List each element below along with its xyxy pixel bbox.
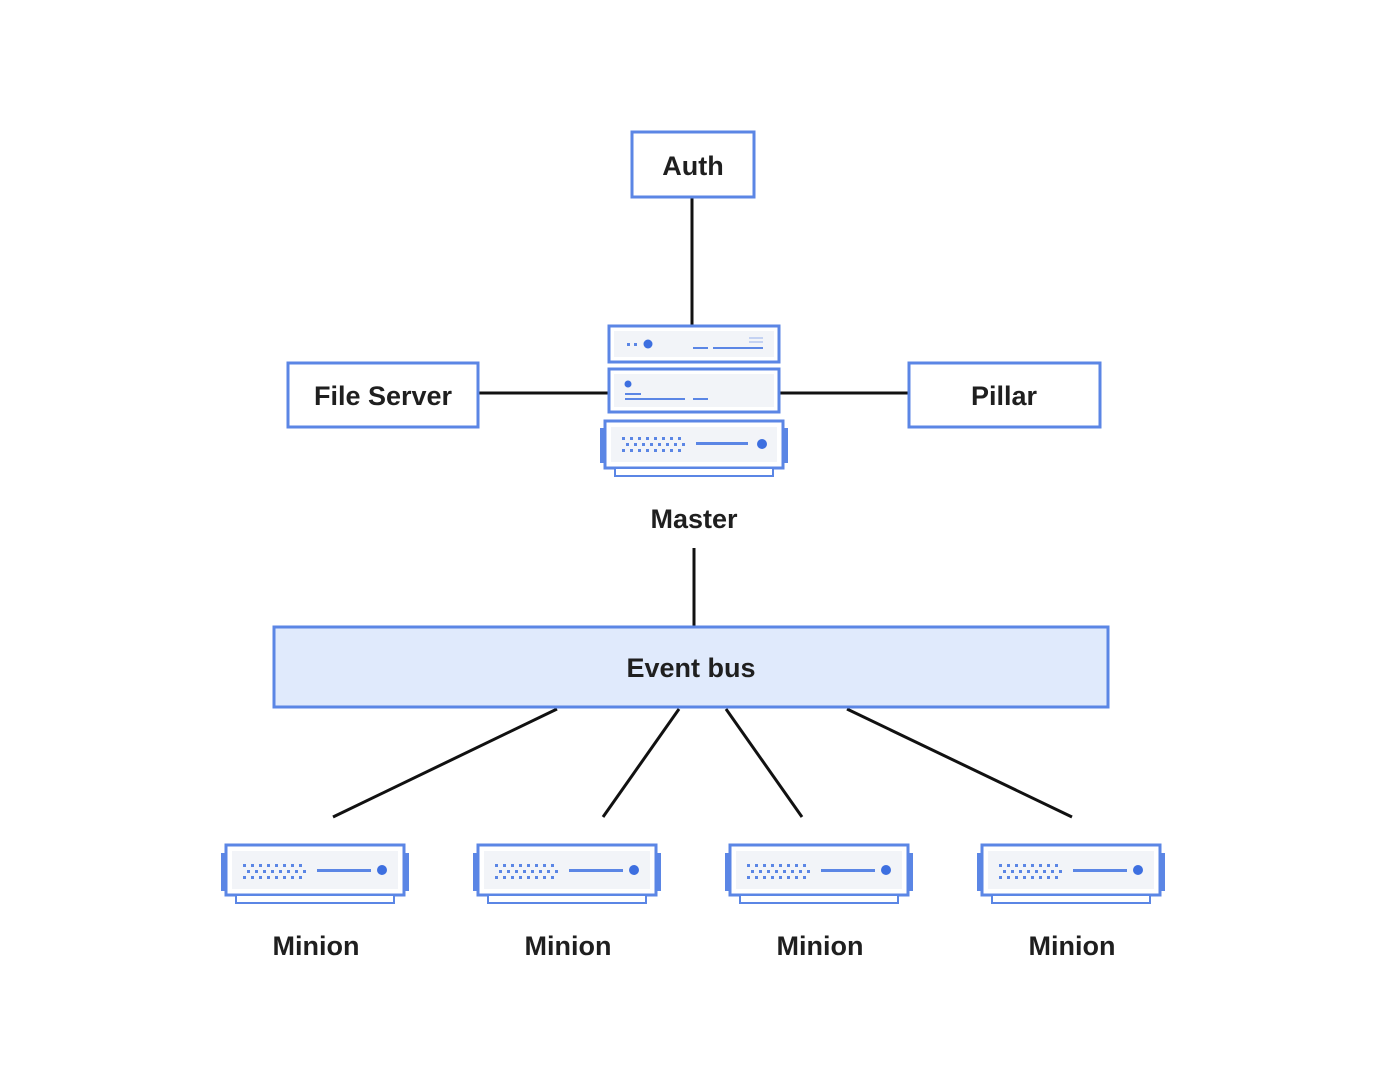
minion-label: Minion [525, 931, 612, 961]
minion-label: Minion [273, 931, 360, 961]
minion-node: Minion [723, 843, 915, 961]
file-server-node: File Server [286, 361, 480, 429]
pillar-box [907, 361, 1102, 429]
auth-node: Auth [630, 130, 756, 199]
minion-node: Minion [975, 843, 1167, 961]
connectors [332, 198, 1073, 819]
event-bus-box [272, 625, 1110, 709]
master-server-icon [600, 324, 788, 477]
bus-minion-2-connector [601, 708, 681, 818]
minion-label: Minion [777, 931, 864, 961]
event-bus-node: Event bus [272, 625, 1110, 709]
bus-minion-4-connector [846, 707, 1073, 819]
auth-label: Auth [662, 151, 723, 181]
file-server-label: File Server [314, 381, 453, 411]
minion-server-icon [723, 843, 915, 905]
minion-server-icon [975, 843, 1167, 905]
bus-minion-1-connector [332, 707, 558, 819]
minion-node: Minion [219, 843, 411, 961]
minion-label: Minion [1029, 931, 1116, 961]
minion-server-icon [219, 843, 411, 905]
minion-node: Minion [471, 843, 663, 961]
bus-minion-3-connector [724, 708, 804, 818]
master-label: Master [650, 504, 738, 534]
event-bus-label: Event bus [626, 653, 755, 683]
auth-box [630, 130, 756, 199]
pillar-node: Pillar [907, 361, 1102, 429]
pillar-label: Pillar [971, 381, 1038, 411]
minion-server-icon [471, 843, 663, 905]
file-server-box [286, 361, 480, 429]
